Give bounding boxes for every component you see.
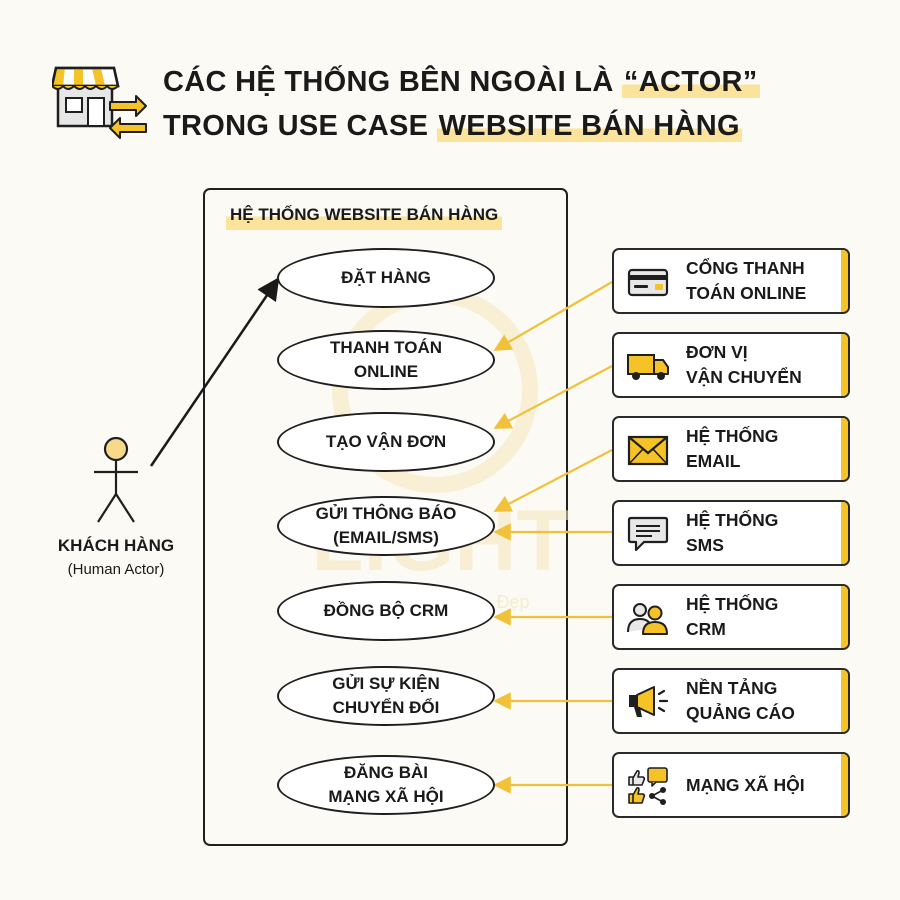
actor-sms-system: HỆ THỐNG SMS [612,500,850,566]
human-actor-role: (Human Actor) [67,561,165,578]
actor-ad-platform: NỀN TẢNG QUẢNG CÁO [612,668,850,734]
actor-crm-system: HỆ THỐNG CRM [612,584,850,650]
actor-shipping-carrier: ĐƠN VỊ VẬN CHUYỂN [612,332,850,398]
actor-label: HỆ THỐNG EMAIL [686,426,779,471]
usecase-send-notification: GỬI THÔNG BÁO (EMAIL/SMS) [277,496,495,556]
social-network-icon [626,766,670,806]
storefront-exchange-icon [50,58,147,145]
credit-card-icon [626,262,670,302]
usecase-label: ĐẶT HÀNG [341,268,431,287]
payment-gateway-arrow [493,281,613,351]
usecase-label: TẠO VẬN ĐƠN [325,432,447,451]
usecase-sync-crm: ĐỒNG BỘ CRM [277,581,495,641]
email-system-arrow [493,449,613,512]
title-line-2-text: TRONG USE CASE [163,110,437,142]
usecase-send-conversion-event: GỬI SỰ KIỆN CHUYỂN ĐỔI [277,666,495,726]
title-line-1-highlight: “ACTOR” [621,66,760,98]
actor-label: ĐƠN VỊ VẬN CHUYỂN [686,342,802,387]
users-icon [626,598,670,638]
actor-email-system: HỆ THỐNG EMAIL [612,416,850,482]
usecase-label: GỬI THÔNG BÁO (EMAIL/SMS) [315,504,457,547]
title-line-2: TRONG USE CASE WEBSITE BÁN HÀNG [163,104,863,148]
page-title: CÁC HỆ THỐNG BÊN NGOÀI LÀ “ACTOR” TRONG … [163,60,863,148]
megaphone-icon [626,682,670,722]
title-line-2-highlight: WEBSITE BÁN HÀNG [436,110,742,142]
actor-label: HỆ THỐNG CRM [686,594,779,639]
shipping-carrier-arrow [493,365,613,429]
actor-label: CỔNG THANH TOÁN ONLINE [686,258,807,303]
usecase-label: ĐĂNG BÀI MẠNG XÃ HỘI [328,763,444,806]
usecase-online-payment: THANH TOÁN ONLINE [277,330,495,390]
delivery-truck-icon [626,346,670,386]
system-label: HỆ THỐNG WEBSITE BÁN HÀNG [226,200,503,230]
usecase-social-post: ĐĂNG BÀI MẠNG XÃ HỘI [277,755,495,815]
usecase-label: GỬI SỰ KIỆN CHUYỂN ĐỔI [332,674,440,717]
title-line-1: CÁC HỆ THỐNG BÊN NGOÀI LÀ “ACTOR” [163,60,863,104]
envelope-icon [626,430,670,470]
actor-label: HỆ THỐNG SMS [686,510,779,555]
usecase-place-order: ĐẶT HÀNG [277,248,495,308]
usecase-create-waybill: TẠO VẬN ĐƠN [277,412,495,472]
title-line-1-text: CÁC HỆ THỐNG BÊN NGOÀI LÀ [163,66,622,98]
actor-label: NỀN TẢNG QUẢNG CÁO [686,678,795,723]
usecase-label: THANH TOÁN ONLINE [329,338,443,381]
actor-label: MẠNG XÃ HỘI [686,774,805,795]
stick-figure-icon [90,436,142,533]
human-actor-name: KHÁCH HÀNG [57,536,175,555]
chat-bubble-icon [626,514,670,554]
usecase-label: ĐỒNG BỘ CRM [323,601,449,620]
customer-to-order-arrow [149,277,280,467]
actor-social-network: MẠNG XÃ HỘI [612,752,850,818]
actor-payment-gateway: CỔNG THANH TOÁN ONLINE [612,248,850,314]
